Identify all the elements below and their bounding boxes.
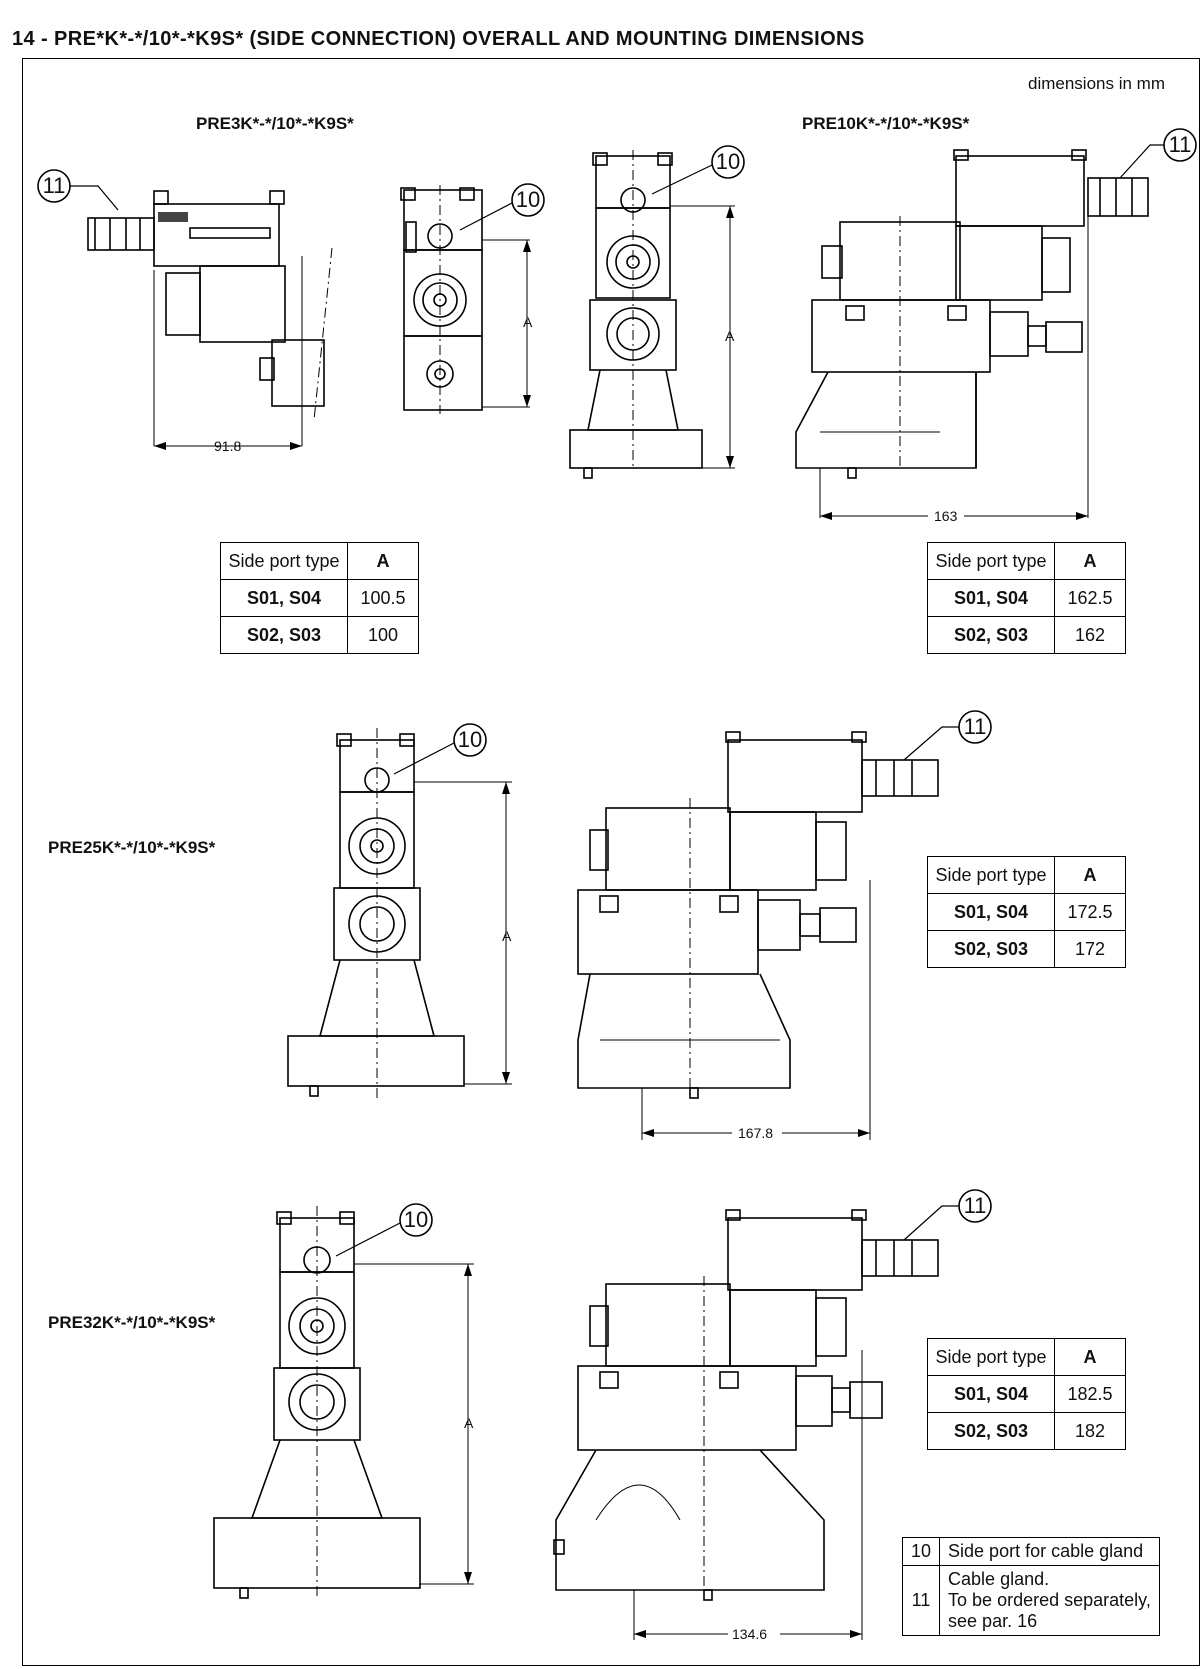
row1-type: S01, S04 [927, 1375, 1055, 1413]
row2-type: S02, S03 [927, 1412, 1055, 1450]
units-note: dimensions in mm [1028, 74, 1165, 93]
row2-type: S02, S03 [927, 930, 1055, 968]
callout-circle-10-pre3 [511, 183, 545, 217]
row1-a: 162.5 [1054, 579, 1126, 617]
legend-text-11-line2: To be ordered separately, [948, 1590, 1151, 1610]
header-type: Side port type [927, 1338, 1055, 1376]
row1-a: 172.5 [1054, 893, 1126, 931]
legend-text-11-line1: Cable gland. [948, 1569, 1050, 1589]
legend-text-11-line3: see par. 16 [948, 1611, 1038, 1631]
pre25-side-view [577, 731, 939, 1140]
callout-circle-10-pre25 [453, 723, 487, 757]
pre25-front-view [287, 728, 512, 1098]
callout-circle-10-pre32 [399, 1203, 433, 1237]
dim-pre25-height: A [502, 928, 512, 944]
model-label-pre10: PRE10K*-*/10*-*K9S* [802, 114, 970, 133]
row2-a: 172 [1054, 930, 1126, 968]
legend-table: 10 Side port for cable gland 11 Cable gl… [901, 1537, 1160, 1636]
dim-pre25-width: 167.8 [738, 1125, 774, 1141]
row2-type: S02, S03 [927, 616, 1055, 654]
model-label-pre3: PRE3K*-*/10*-*K9S* [196, 114, 354, 133]
callout-11-pre3: 11 [42, 173, 66, 198]
pre10-side-view [795, 149, 1149, 518]
header-a: A [347, 542, 419, 580]
row1-type: S01, S04 [927, 579, 1055, 617]
callout-10-pre10: 10 [715, 149, 741, 174]
row2-a: 162 [1054, 616, 1126, 654]
callout-11-pre25: 11 [963, 714, 987, 739]
row1-type: S01, S04 [927, 893, 1055, 931]
dim-pre3-width: 91.8 [214, 438, 242, 454]
callout-11-pre32: 11 [963, 1193, 987, 1218]
model-label-pre32: PRE32K*-*/10*-*K9S* [48, 1313, 216, 1332]
row1-type: S01, S04 [220, 579, 348, 617]
legend-num-11: 11 [901, 1565, 941, 1636]
row1-a: 100.5 [347, 579, 419, 617]
pre32-side-view [553, 1209, 939, 1640]
dimension-lines [154, 445, 1088, 1635]
header-type: Side port type [220, 542, 348, 580]
row2-a: 182 [1054, 1412, 1126, 1450]
pre3-front-view [400, 185, 530, 414]
legend-text-11: Cable gland. To be ordered separately, s… [939, 1565, 1160, 1636]
header-type: Side port type [927, 542, 1055, 580]
row2-type: S02, S03 [220, 616, 348, 654]
row2-a: 100 [347, 616, 419, 654]
callout-10-pre3: 10 [515, 187, 541, 212]
dim-pre10-height: A [725, 328, 735, 344]
header-a: A [1054, 856, 1126, 894]
header-a: A [1054, 1338, 1126, 1376]
section-title: 14 - PRE*K*-*/10*-*K9S* (SIDE CONNECTION… [12, 28, 865, 50]
model-label-pre25: PRE25K*-*/10*-*K9S* [48, 838, 216, 857]
header-a: A [1054, 542, 1126, 580]
header-type: Side port type [927, 856, 1055, 894]
pre10-front-view [569, 150, 735, 479]
dim-pre32-height: A [464, 1415, 474, 1431]
legend-text-10: Side port for cable gland [939, 1537, 1160, 1566]
row1-a: 182.5 [1054, 1375, 1126, 1413]
dim-pre3-height: A [523, 314, 533, 330]
callout-10-pre25: 10 [457, 727, 483, 752]
dim-pre10-width: 163 [934, 508, 958, 524]
legend-num-10: 10 [901, 1537, 941, 1566]
pre32-front-view [213, 1206, 474, 1600]
callout-circle-10-pre10 [711, 145, 745, 179]
pre3-side-view [87, 190, 333, 447]
callout-11-pre10: 11 [1168, 132, 1192, 157]
callout-10-pre32: 10 [403, 1207, 429, 1232]
dim-pre32-width: 134.6 [732, 1626, 768, 1642]
